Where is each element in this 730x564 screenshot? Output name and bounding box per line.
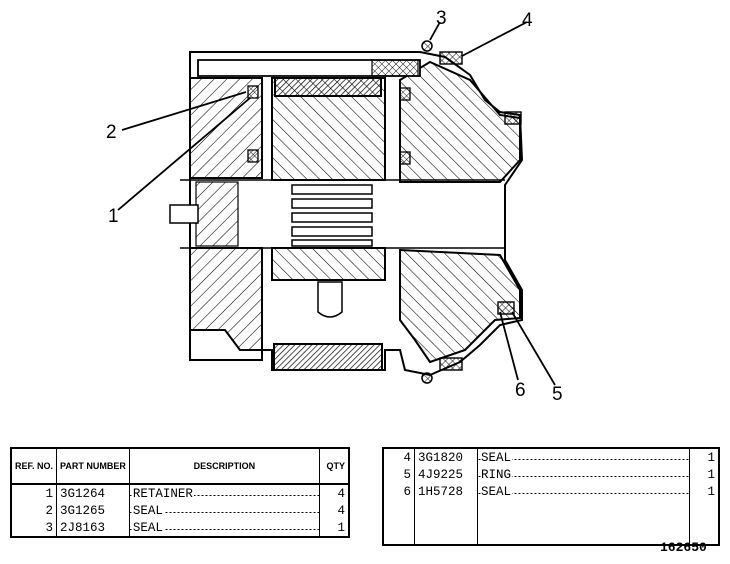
parts-table-header: REF. NO. PART NUMBER DESCRIPTION QTY	[10, 448, 350, 485]
callout-6: 6	[515, 380, 526, 401]
callout-3: 3	[436, 8, 447, 29]
qty: 1	[689, 466, 720, 483]
description: RETAINER	[128, 484, 321, 502]
parts-table-left: REF. NO. PART NUMBER DESCRIPTION QTY 1 3…	[10, 447, 350, 538]
description: SEAL	[128, 519, 321, 537]
description: RING	[477, 466, 690, 483]
part-number: 2J8163	[56, 519, 130, 537]
header-description: DESCRIPTION	[128, 448, 321, 485]
part-number: 3G1820	[414, 448, 478, 466]
table-row: 5 4J9225 RING 1	[382, 466, 720, 483]
part-number: 3G1265	[56, 502, 130, 519]
table-row: 2 3G1265 SEAL 4	[10, 502, 350, 519]
callout-1: 1	[108, 206, 119, 227]
description: SEAL	[477, 483, 690, 500]
table-row: 1 3G1264 RETAINER 4	[10, 484, 350, 502]
ref-no: 1	[10, 484, 58, 502]
part-number: 1H5728	[414, 483, 478, 500]
header-ref-no: REF. NO.	[10, 448, 58, 485]
callout-4: 4	[522, 10, 533, 31]
qty: 4	[319, 484, 350, 502]
qty: 1	[319, 519, 350, 537]
assembly-cross-section-drawing: 1 2 3 4 5 6	[106, 8, 563, 405]
description: SEAL	[128, 502, 321, 519]
description: SEAL	[477, 448, 690, 466]
part-number: 4J9225	[414, 466, 478, 483]
qty: 1	[689, 483, 720, 500]
ref-no: 6	[382, 483, 415, 500]
table-row: 6 1H5728 SEAL 1	[382, 483, 720, 500]
qty: 1	[689, 448, 720, 466]
callout-leaders	[117, 21, 556, 386]
table-row: 4 3G1820 SEAL 1	[382, 448, 720, 466]
drawing-number: 162650	[660, 540, 707, 555]
ref-no: 5	[382, 466, 415, 483]
qty: 4	[319, 502, 350, 519]
table-blank-row	[382, 500, 720, 545]
ref-no: 3	[10, 519, 58, 537]
header-qty: QTY	[319, 448, 350, 485]
callout-labels: 1 2 3 4 5 6	[106, 8, 563, 405]
housing	[169, 40, 524, 384]
part-number: 3G1264	[56, 484, 130, 502]
ref-no: 2	[10, 502, 58, 519]
table-row: 3 2J8163 SEAL 1	[10, 519, 350, 537]
ref-no: 4	[382, 448, 415, 466]
parts-table-right: 4 3G1820 SEAL 1 5 4J9225 RING 1 6 1H5728…	[382, 447, 720, 546]
callout-5: 5	[552, 384, 563, 405]
header-part-number: PART NUMBER	[56, 448, 130, 485]
callout-2: 2	[106, 122, 117, 143]
